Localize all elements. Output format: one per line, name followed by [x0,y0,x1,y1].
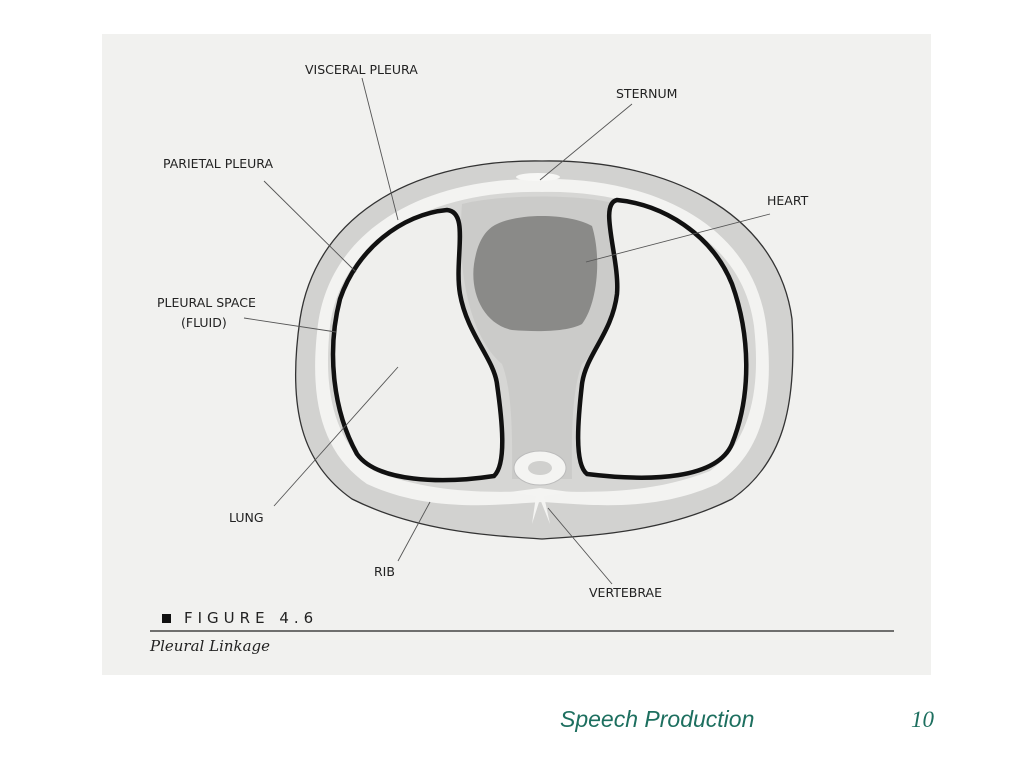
figure-scan: VISCERAL PLEURA STERNUM PARIETAL PLEURA … [102,34,931,675]
leader-visceral-pleura [361,77,399,221]
label-pleural-space: PLEURAL SPACE [157,295,256,310]
label-sternum: STERNUM [616,86,677,101]
sternum-shape [516,173,560,181]
page-number: 10 [911,707,934,732]
leader-heart [585,213,771,263]
vertebra [510,450,570,524]
figure-bullet [162,614,171,623]
leader-parietal-pleura [263,180,357,273]
leader-rib [397,501,431,562]
footer-title: Speech Production [560,706,755,732]
figure-caption: Pleural Linkage [149,637,270,655]
right-lung [575,197,749,480]
label-visceral-pleura: VISCERAL PLEURA [305,62,418,77]
figure-number: FIGURE 4.6 [184,609,318,627]
label-vertebrae: VERTEBRAE [589,585,662,600]
label-rib: RIB [374,564,395,579]
leader-vertebrae [547,507,613,585]
label-pleural-space-fluid: (FLUID) [181,315,227,330]
thorax-diagram: VISCERAL PLEURA STERNUM PARIETAL PLEURA … [149,62,894,655]
left-lung [330,207,505,483]
leader-pleural-space [243,317,337,333]
label-parietal-pleura: PARIETAL PLEURA [163,156,273,171]
leader-lung [273,366,399,507]
label-heart: HEART [767,193,809,208]
leader-sternum [539,103,633,181]
label-lung: LUNG [229,510,264,525]
heart-shape [473,215,598,332]
